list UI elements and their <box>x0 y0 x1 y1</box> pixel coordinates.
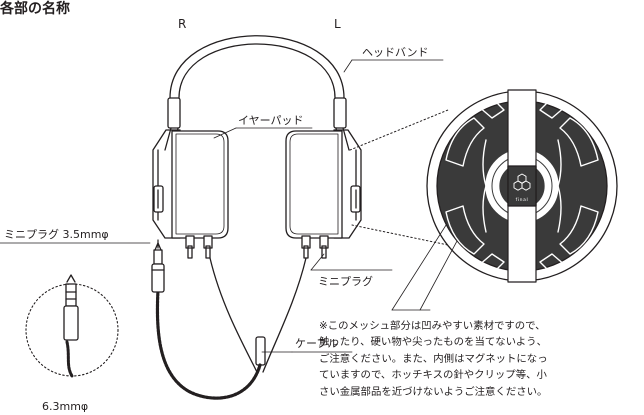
earpad-left <box>285 130 343 239</box>
right-earcup <box>152 129 229 259</box>
note-line: さい金属部品を近づけないようご注意ください。 <box>319 385 548 398</box>
headband-inner <box>178 43 336 99</box>
headband-slider-right <box>167 97 181 129</box>
headband-outer <box>169 35 345 99</box>
side-right-label: R <box>178 17 187 31</box>
miniplug-35-label: ミニプラグ 3.5mmφ <box>4 228 109 241</box>
logo-text: final <box>516 197 529 203</box>
braided-cable <box>155 288 262 400</box>
leader-earpad <box>213 127 237 139</box>
note-line: ※このメッシュ部分は凹みやすい素材ですので、 <box>319 320 546 332</box>
leader-headband <box>343 59 353 73</box>
note-line: 触ったり、硬い物や尖ったものを当てないよう、 <box>319 336 547 349</box>
cable-splitter <box>255 336 266 366</box>
note-line: ご注意ください。また、内側はマグネットになっ <box>319 352 548 365</box>
cable-label: ケーブル <box>295 337 339 350</box>
earpad-right <box>171 130 229 239</box>
mini-plug-35 <box>151 239 165 293</box>
left-earcup <box>285 129 362 259</box>
cable-left <box>262 257 307 373</box>
magnified-earcup <box>426 89 618 283</box>
side-left-label: L <box>334 17 341 31</box>
headband-label: ヘッドバンド <box>362 46 429 59</box>
note-line: ていますので、ホッチキスの針やクリップ等、小 <box>319 369 547 382</box>
plug-63-label: 6.3mmφ <box>42 400 89 413</box>
miniplug-label: ミニプラグ <box>318 275 373 288</box>
page-title: 各部の名称 <box>0 1 70 17</box>
projection-lines <box>349 109 449 246</box>
cable-right <box>209 257 258 373</box>
headband-slider-left <box>333 97 347 129</box>
plug-63 <box>63 274 79 378</box>
leader-miniplug <box>310 253 325 271</box>
earpad-label: イヤーパッド <box>238 114 304 127</box>
mesh-caution-note: ※このメッシュ部分は凹みやすい素材ですので、 触ったり、硬い物や尖ったものを当て… <box>319 318 644 400</box>
